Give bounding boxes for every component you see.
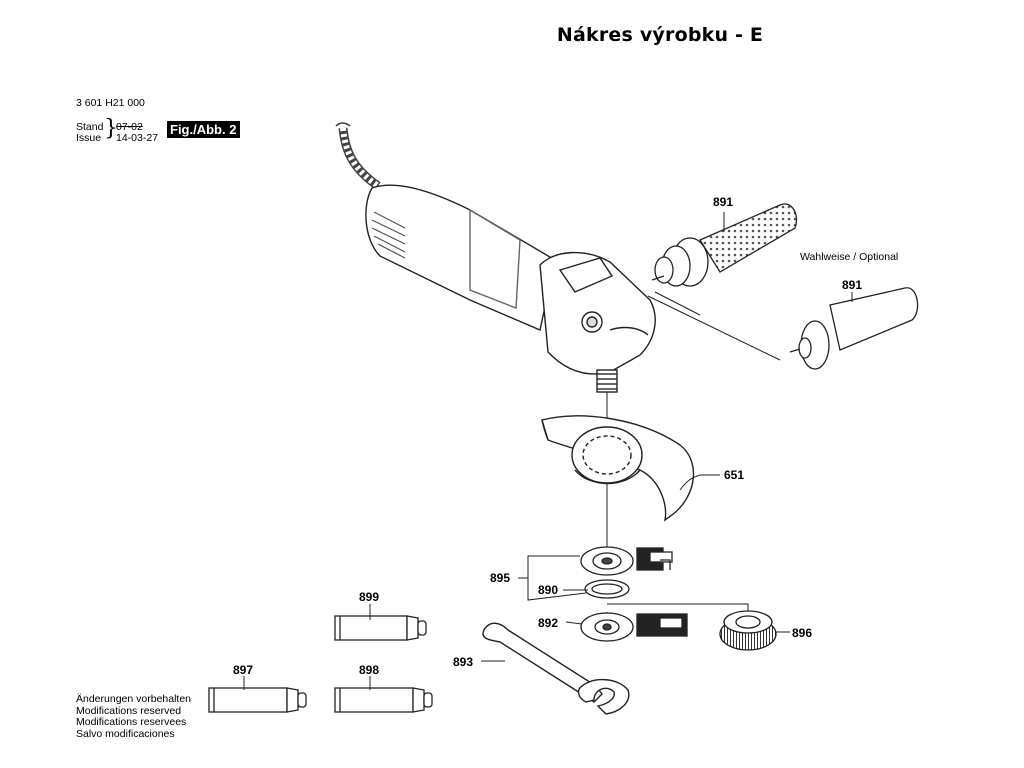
issue-label: Issue (76, 132, 102, 144)
stand-date: 07-02 (116, 121, 143, 133)
part-label-897: 897 (233, 663, 254, 677)
modifications-line: Änderungen vorbehalten (76, 693, 192, 705)
flange-895 (580, 546, 673, 576)
power-cord (335, 122, 381, 190)
flange-892 (580, 612, 688, 642)
part-label-892: 892 (538, 616, 559, 630)
part-label-891-bottom: 891 (842, 278, 863, 292)
issue-date: 14-03-27 (116, 132, 159, 144)
part-label-891-top: 891 (713, 195, 734, 209)
grease-tube-898 (334, 687, 433, 713)
guard-651 (541, 415, 695, 522)
page-title: Nákres výrobku - E (556, 24, 764, 46)
modifications-line: Modifications reservees (76, 716, 187, 728)
assembly-axis-lines (606, 291, 781, 622)
part-label-896: 896 (792, 626, 813, 640)
optional-note: Wahlweise / Optional (800, 251, 899, 263)
nut-890 (584, 579, 630, 599)
part-label-890: 890 (538, 583, 559, 597)
part-label-895: 895 (490, 571, 511, 585)
angle-grinder-body (365, 184, 656, 393)
modifications-note: Änderungen vorbehalten Modifications res… (76, 693, 192, 740)
spanner-wrench-893 (482, 622, 630, 715)
part-label-893: 893 (453, 655, 474, 669)
quick-nut-896 (719, 610, 777, 651)
part-label-651: 651 (724, 468, 745, 482)
auxiliary-handle-891-bottom (789, 287, 919, 370)
grease-tube-897 (208, 687, 307, 713)
part-number: 3 601 H21 000 (76, 97, 145, 109)
modifications-line: Modifications reserved (76, 704, 182, 717)
part-label-899: 899 (359, 590, 380, 604)
brace-icon: } (104, 116, 118, 141)
part-label-898: 898 (359, 663, 380, 677)
figure-badge: Fig./Abb. 2 (167, 121, 241, 138)
modifications-line: Salvo modificaciones (76, 727, 175, 740)
auxiliary-handle-891-top (651, 203, 798, 287)
stand-label: Stand (76, 121, 104, 133)
grease-tube-899 (334, 615, 427, 641)
leader-lines (243, 212, 853, 690)
